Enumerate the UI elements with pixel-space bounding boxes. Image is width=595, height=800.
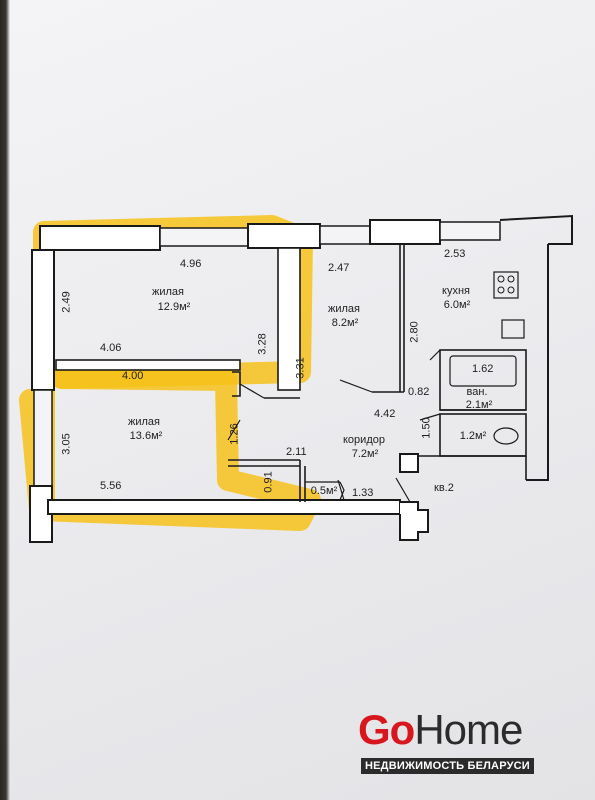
window-top-mid xyxy=(319,225,371,245)
dimension-label: 3.28 xyxy=(256,333,269,355)
logo-go: Go xyxy=(358,706,415,753)
wall-top-corner xyxy=(499,214,573,245)
room-wc-area: 1.2м² xyxy=(459,430,487,442)
dimension-label: 1.50 xyxy=(420,417,433,439)
room-corridor-area: 7.2м² xyxy=(351,448,379,460)
room-kitchen-area: 6.0м² xyxy=(443,299,471,311)
room-living3-name: жилая xyxy=(128,416,160,428)
room-living1-area: 12.9м² xyxy=(157,301,191,313)
walls xyxy=(29,214,573,543)
stair-well xyxy=(399,501,429,541)
room-bath-name: ван. xyxy=(466,386,488,398)
dimension-label: 0.91 xyxy=(262,471,275,493)
dimension-label: 4.06 xyxy=(100,342,122,354)
wall-top-right xyxy=(369,219,441,245)
apartment-label: кв.2 xyxy=(434,482,454,494)
logo-home: Home xyxy=(414,706,523,753)
wall-living1-living2 xyxy=(277,247,301,391)
vent-shaft xyxy=(399,453,419,473)
wall-left-upper xyxy=(31,249,55,391)
room-living2-name: жилая xyxy=(328,303,360,315)
dimension-label: 1.26 xyxy=(228,423,241,445)
room-living1-name: жилая xyxy=(152,286,184,298)
window-top-left xyxy=(159,227,249,247)
room-living3-area: 13.6м² xyxy=(129,430,163,442)
dimension-label: 4.96 xyxy=(180,258,202,270)
gohome-logo: GoHome НЕДВИЖИМОСТЬ БЕЛАРУСИ xyxy=(358,708,548,778)
wall-right xyxy=(526,244,549,481)
dimension-label: 4.00 xyxy=(122,370,144,382)
dimension-label: 2.47 xyxy=(328,262,350,274)
window-left xyxy=(33,389,53,487)
stove xyxy=(493,271,519,299)
wall-living1-living3 xyxy=(55,359,241,371)
dimension-label: 3.31 xyxy=(294,357,307,379)
room-corridor-name: коридор xyxy=(343,434,385,446)
dimension-label: 2.80 xyxy=(408,321,421,343)
dimension-label: 0.82 xyxy=(408,386,430,398)
dimension-label: 4.42 xyxy=(374,408,396,420)
dimension-label: 5.56 xyxy=(100,480,122,492)
room-bath-area: 2.1м² xyxy=(465,399,493,411)
dimension-label: 1.62 xyxy=(472,363,494,375)
logo-tagline: НЕДВИЖИМОСТЬ БЕЛАРУСИ xyxy=(361,758,534,774)
bathtub xyxy=(449,355,517,387)
dimension-label: 1.33 xyxy=(352,487,374,499)
kitchen-sink xyxy=(501,319,525,339)
dimension-label: 2.49 xyxy=(60,291,73,313)
wall-top-left xyxy=(39,225,161,251)
toilet xyxy=(493,427,519,445)
dimension-label: 2.53 xyxy=(444,248,466,260)
photo-edge xyxy=(0,0,10,800)
window-top-right xyxy=(439,221,501,241)
room-living2-area: 8.2м² xyxy=(331,317,359,329)
room-kitchen-name: кухня xyxy=(442,285,470,297)
room-closet-area: 0.5м² xyxy=(310,485,338,497)
logo-wordmark: GoHome xyxy=(358,706,523,753)
wall-bottom xyxy=(47,499,401,515)
dimension-label: 2.11 xyxy=(286,446,307,458)
wall-top-mid xyxy=(247,223,321,249)
dimension-label: 3.05 xyxy=(60,433,73,455)
